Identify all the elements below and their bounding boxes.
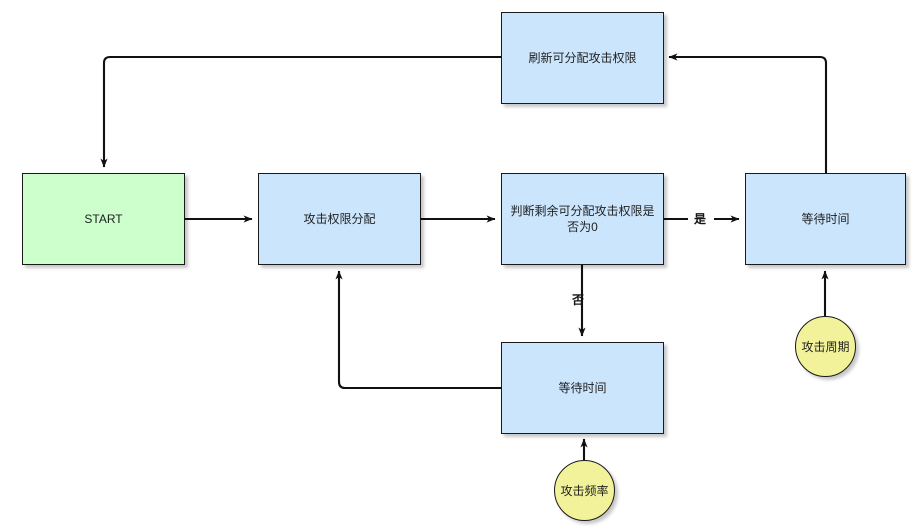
edge-refresh-to-start: [100, 55, 501, 168]
node-label: 判断剩余可分配攻击权限是否为0: [510, 204, 655, 234]
node-decide-remaining-zero[interactable]: 判断剩余可分配攻击权限是否为0: [501, 173, 664, 265]
node-label: 刷新可分配攻击权限: [528, 51, 637, 65]
edge-wait-right-to-refresh: [668, 53, 828, 174]
node-start[interactable]: START: [22, 173, 185, 265]
node-attack-frequency[interactable]: 攻击频率: [554, 460, 615, 521]
edge-label-yes: 是: [694, 212, 707, 226]
node-wait-time-bottom[interactable]: 等待时间: [501, 342, 664, 434]
node-refresh-permissions[interactable]: 刷新可分配攻击权限: [501, 12, 664, 104]
node-label: 等待时间: [801, 212, 850, 226]
node-label: 攻击周期: [801, 339, 850, 354]
node-label: 等待时间: [558, 381, 607, 395]
node-wait-time-right[interactable]: 等待时间: [745, 173, 906, 265]
edge-wait-bottom-to-allocate: [335, 270, 501, 390]
edge-label-no: 否: [572, 293, 585, 307]
node-label: START: [84, 212, 123, 226]
node-label: 攻击频率: [560, 483, 609, 498]
node-allocate-permissions[interactable]: 攻击权限分配: [258, 173, 421, 265]
node-attack-cycle[interactable]: 攻击周期: [795, 316, 856, 377]
node-label: 攻击权限分配: [303, 212, 376, 226]
